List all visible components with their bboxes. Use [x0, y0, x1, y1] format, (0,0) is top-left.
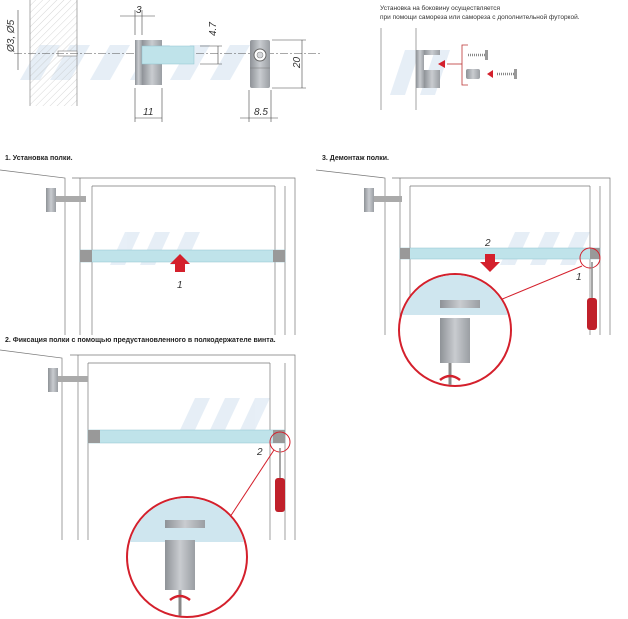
step1-marker: 1 — [177, 280, 183, 291]
dim-glass-thickness: 4.7 — [208, 22, 219, 36]
step3-marker-1: 1 — [576, 272, 582, 283]
screwdriver-icon — [587, 262, 597, 330]
step3-title: 3. Демонтаж полки. — [322, 155, 389, 162]
hinge-icon — [46, 188, 86, 212]
cabinet-frame-step2 — [0, 349, 296, 540]
step2-marker: 2 — [256, 447, 263, 458]
detail-zoom-circle-step3 — [398, 273, 512, 387]
mounting-note-line2: при помощи самореза или самореза с допол… — [380, 13, 580, 21]
step3-marker-2: 2 — [484, 238, 491, 249]
watermark-logo — [20, 45, 590, 430]
mounting-note-line1: Установка на боковину осуществляется — [380, 4, 501, 12]
wall-bracket-mount — [416, 50, 440, 88]
down-arrow-icon — [480, 254, 500, 272]
hinge-icon — [48, 368, 88, 392]
shelf-support-front-view — [250, 40, 270, 88]
step1-title: 1. Установка полки. — [5, 155, 73, 162]
dim-glass-offset: 3 — [136, 5, 142, 16]
screwdriver-icon — [275, 448, 285, 512]
up-arrow-icon — [170, 254, 190, 272]
arrow-icon — [438, 60, 445, 68]
hinge-icon — [364, 188, 402, 212]
dim-width: 8.5 — [254, 107, 268, 118]
screw-with-insert-icon — [466, 69, 517, 79]
detail-zoom-circle-step2 — [126, 496, 248, 618]
glass-shelf-step3 — [399, 247, 601, 260]
screw-icon — [468, 50, 488, 60]
step2-title: 2. Фиксация полки с помощью предустановл… — [5, 337, 276, 344]
dim-hole-diameter: Ø3, Ø5 — [6, 19, 17, 53]
glass-shelf — [141, 45, 195, 65]
glass-shelf-step2 — [87, 429, 286, 444]
shelf-support-side-view — [135, 40, 195, 85]
dim-depth: 11 — [143, 107, 153, 118]
dim-height: 20 — [292, 56, 303, 69]
cabinet-frame-step3 — [315, 169, 611, 335]
